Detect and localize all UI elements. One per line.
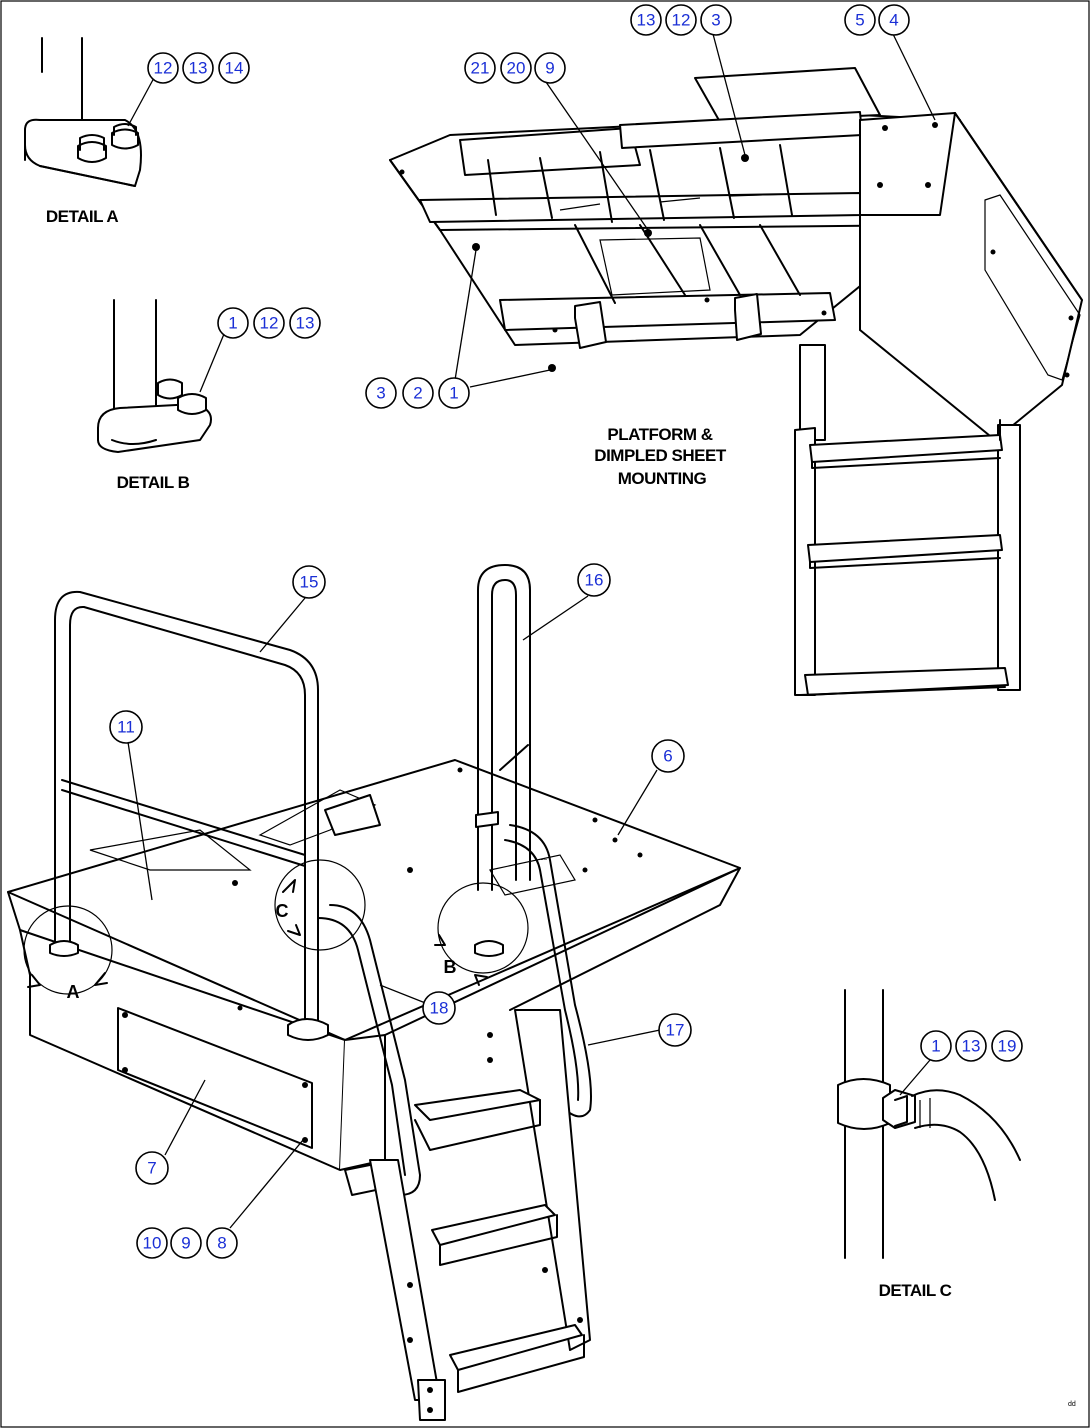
callout-4: 4 xyxy=(889,11,898,30)
callout-19: 19 xyxy=(998,1037,1017,1056)
callout-rail-right: 16 xyxy=(577,563,611,597)
callout-13: 13 xyxy=(189,59,208,78)
callout-panel: 11 xyxy=(109,710,143,744)
callout-13: 13 xyxy=(296,314,315,333)
callout-17: 17 xyxy=(666,1021,685,1040)
platform-title-line-2: DIMPLED SHEET xyxy=(594,446,727,465)
figure-code: dd xyxy=(1068,1401,1076,1408)
callout-handrail: 17 xyxy=(658,1013,692,1047)
detail-ref-b: B xyxy=(444,957,457,977)
callout-13: 13 xyxy=(637,11,656,30)
callout-12: 12 xyxy=(260,314,279,333)
callout-rail-left: 15 xyxy=(292,565,326,599)
callout-7: 7 xyxy=(147,1159,156,1178)
callout-group-detail-c: 1 13 19 xyxy=(920,1030,1023,1062)
callout-21: 21 xyxy=(471,59,490,78)
main-platform-drawing: ~~~ xyxy=(7,564,741,1421)
callout-9: 9 xyxy=(181,1234,190,1253)
callout-1: 1 xyxy=(228,314,237,333)
callout-group-top-right-b: 5 4 xyxy=(844,4,910,36)
callout-8: 8 xyxy=(217,1234,226,1253)
callout-ladder-rail: 18 xyxy=(422,991,456,1025)
detail-b-drawing: DETAIL B xyxy=(97,299,225,492)
callout-cover: 7 xyxy=(135,1151,169,1185)
callout-13: 13 xyxy=(962,1037,981,1056)
callout-group-detail-b: 1 12 13 xyxy=(217,307,321,339)
detail-b-label: DETAIL B xyxy=(117,473,190,492)
callout-group-top-right-a: 13 12 3 xyxy=(630,4,732,36)
callout-group-bottom: 10 9 8 xyxy=(136,1227,238,1259)
callout-12: 12 xyxy=(672,11,691,30)
callout-11: 11 xyxy=(117,718,135,737)
callout-group-top-center: 21 20 9 xyxy=(464,52,566,84)
callout-group-left: 3 2 1 xyxy=(365,377,470,409)
platform-title-line-1: PLATFORM & xyxy=(607,425,712,444)
callout-1: 1 xyxy=(449,384,458,403)
callout-16: 16 xyxy=(585,571,604,590)
callout-10: 10 xyxy=(143,1234,162,1253)
detail-c-drawing: DETAIL C xyxy=(837,989,1021,1300)
callout-9: 9 xyxy=(545,59,554,78)
callout-1: 1 xyxy=(931,1037,940,1056)
callout-6: 6 xyxy=(663,747,672,766)
callout-3: 3 xyxy=(376,384,385,403)
callout-5: 5 xyxy=(855,11,864,30)
detail-a-drawing: DETAIL A xyxy=(24,37,156,226)
callout-15: 15 xyxy=(300,573,319,592)
callout-14: 14 xyxy=(225,59,244,78)
detail-ref-c: C xyxy=(276,901,289,921)
detail-c-label: DETAIL C xyxy=(879,1281,952,1300)
detail-a-label: DETAIL A xyxy=(46,207,118,226)
callout-bubble xyxy=(147,52,179,84)
detail-ref-a: A xyxy=(67,982,80,1002)
callout-2: 2 xyxy=(413,384,422,403)
callout-3: 3 xyxy=(711,11,720,30)
platform-underside-drawing: PLATFORM & DIMPLED SHEET MOUNTING xyxy=(389,33,1083,696)
platform-title-line-3: MOUNTING xyxy=(618,469,707,488)
svg-text:~~~: ~~~ xyxy=(535,857,547,864)
callout-18: 18 xyxy=(430,999,449,1018)
callout-group-detail-a: 12 13 14 xyxy=(147,52,250,84)
callout-deck: 6 xyxy=(651,739,685,773)
callout-12: 12 xyxy=(154,59,173,78)
callout-20: 20 xyxy=(507,59,526,78)
